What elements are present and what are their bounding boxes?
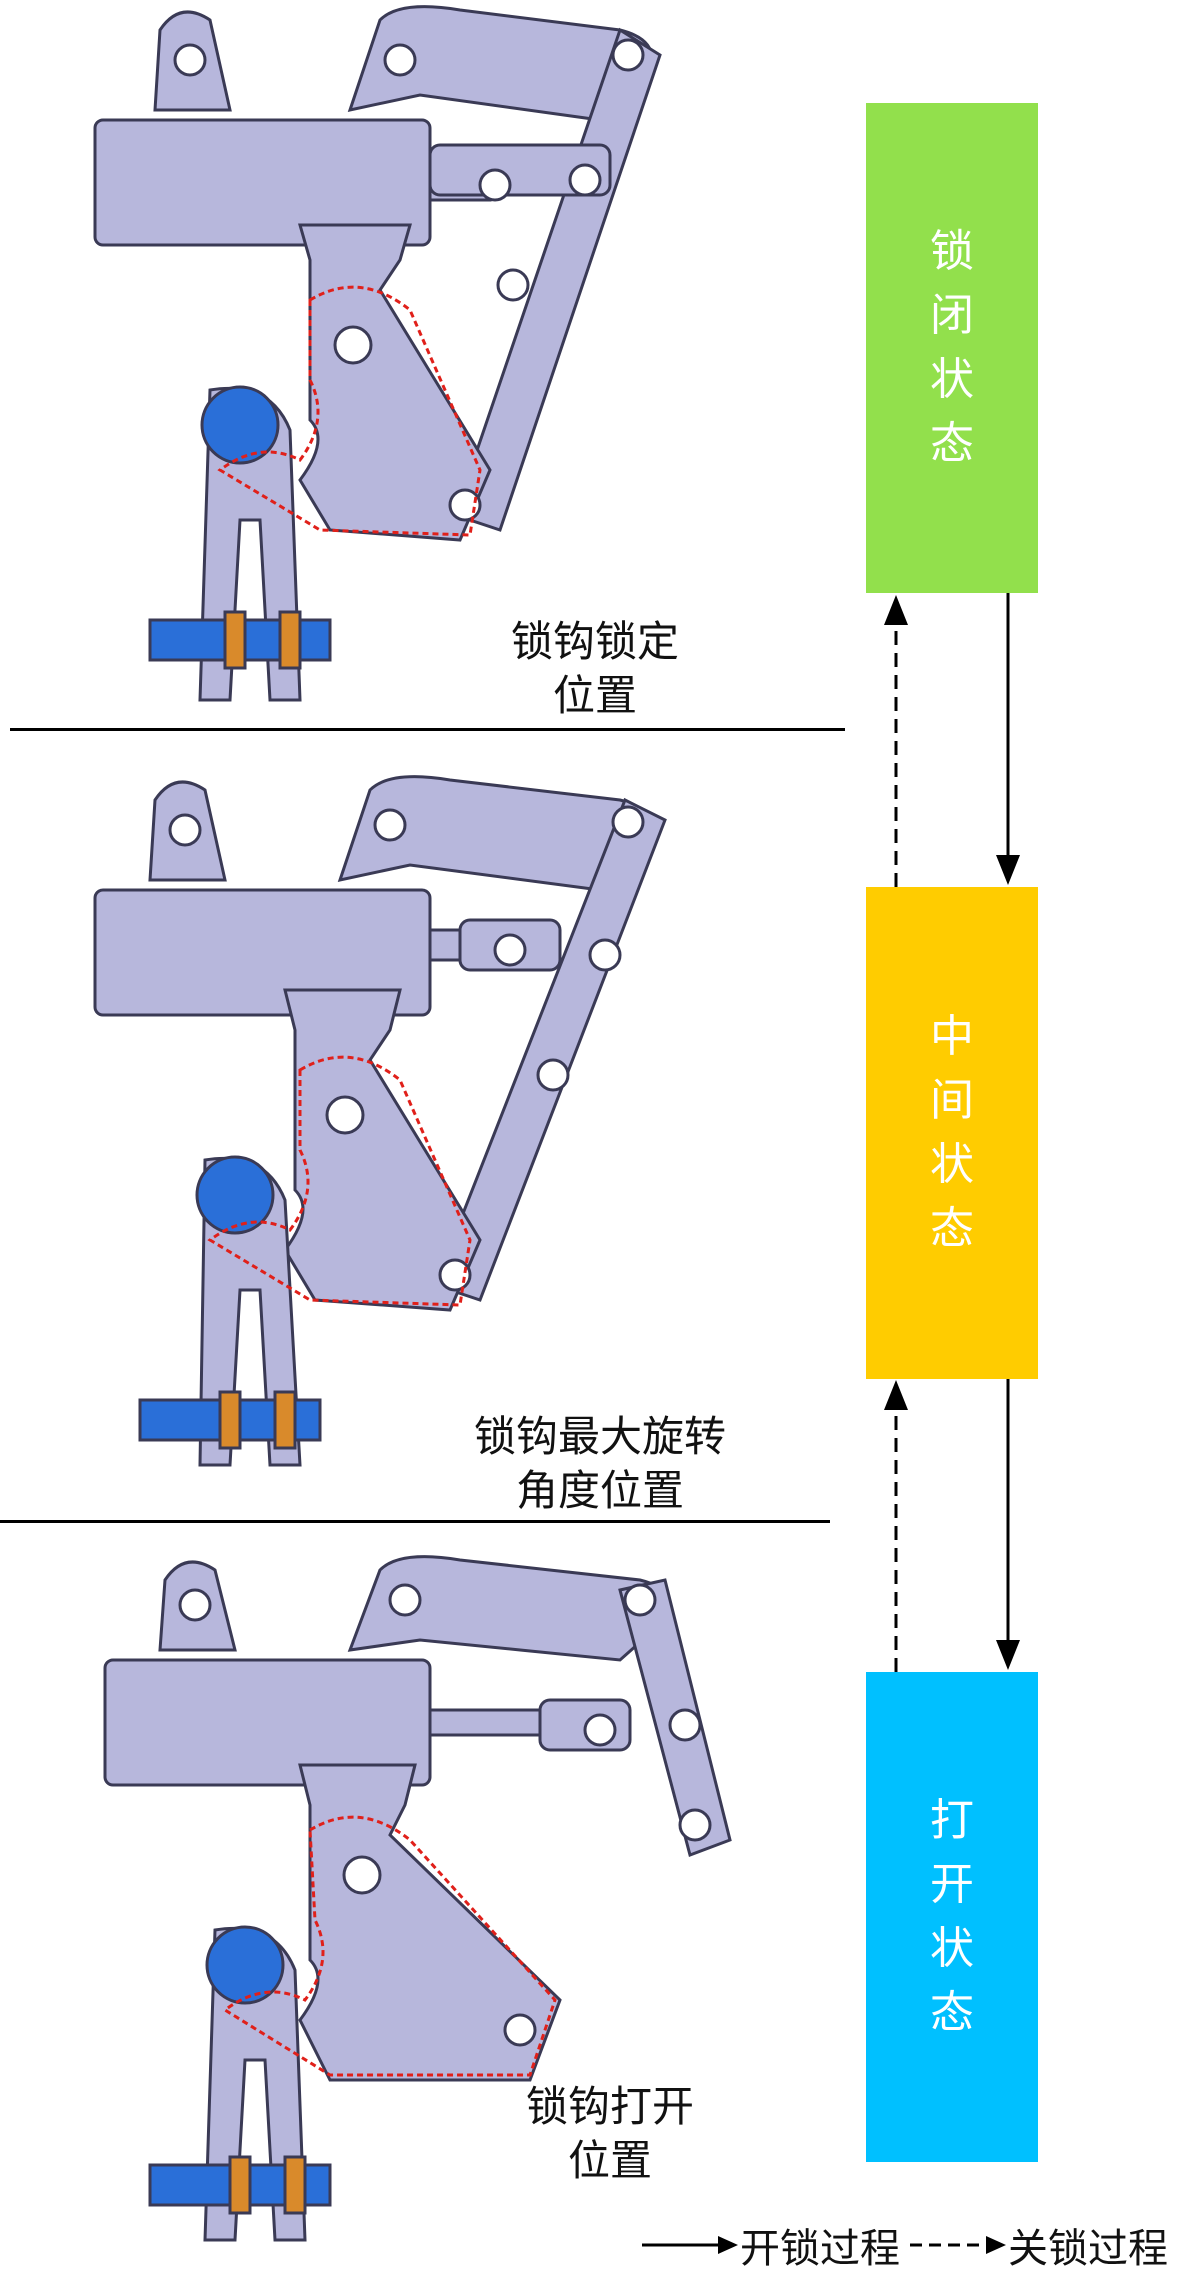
panel-2-caption-line1: 锁钩最大旋转 [473,1412,726,1461]
mechanism-intermediate [0,760,760,1500]
state-locked-label: 锁闭状态 [930,226,974,469]
legend-lock-label: 关锁过程 [1008,2226,1168,2272]
mechanism-open [0,1540,760,2260]
panel-2-caption-line2: 角度位置 [515,1466,684,1515]
panel-3-caption: 锁钩打开 位置 [470,2080,750,2188]
divider-2 [0,1520,830,1523]
dashed-arrow-icon [910,2236,1006,2254]
panel-2-caption: 锁钩最大旋转 角度位置 [420,1410,780,1518]
panel-3-caption-line2: 位置 [567,2136,652,2185]
state-intermediate-label: 中间状态 [930,1011,974,1254]
lock-arrow-1 [884,595,908,887]
legend-unlock-label: 开锁过程 [740,2226,900,2272]
state-open-label: 打开状态 [930,1795,974,2038]
state-open: 打开状态 [866,1672,1038,2162]
state-locked: 锁闭状态 [866,103,1038,593]
state-intermediate: 中间状态 [866,887,1038,1379]
panel-1-caption-line1: 锁钩锁定 [510,617,679,666]
mechanism-locked [0,0,760,720]
panel-1-caption-line2: 位置 [552,671,637,720]
lock-arrow-2 [884,1380,908,1672]
unlock-arrow-2 [996,1379,1020,1670]
panel-3-caption-line1: 锁钩打开 [525,2082,694,2131]
panel-1-caption: 锁钩锁定 位置 [425,615,765,723]
unlock-arrow-1 [996,593,1020,885]
divider-1 [10,728,845,731]
solid-arrow-icon [642,2236,738,2254]
legend: 开锁过程 关锁过程 [640,2215,1168,2275]
